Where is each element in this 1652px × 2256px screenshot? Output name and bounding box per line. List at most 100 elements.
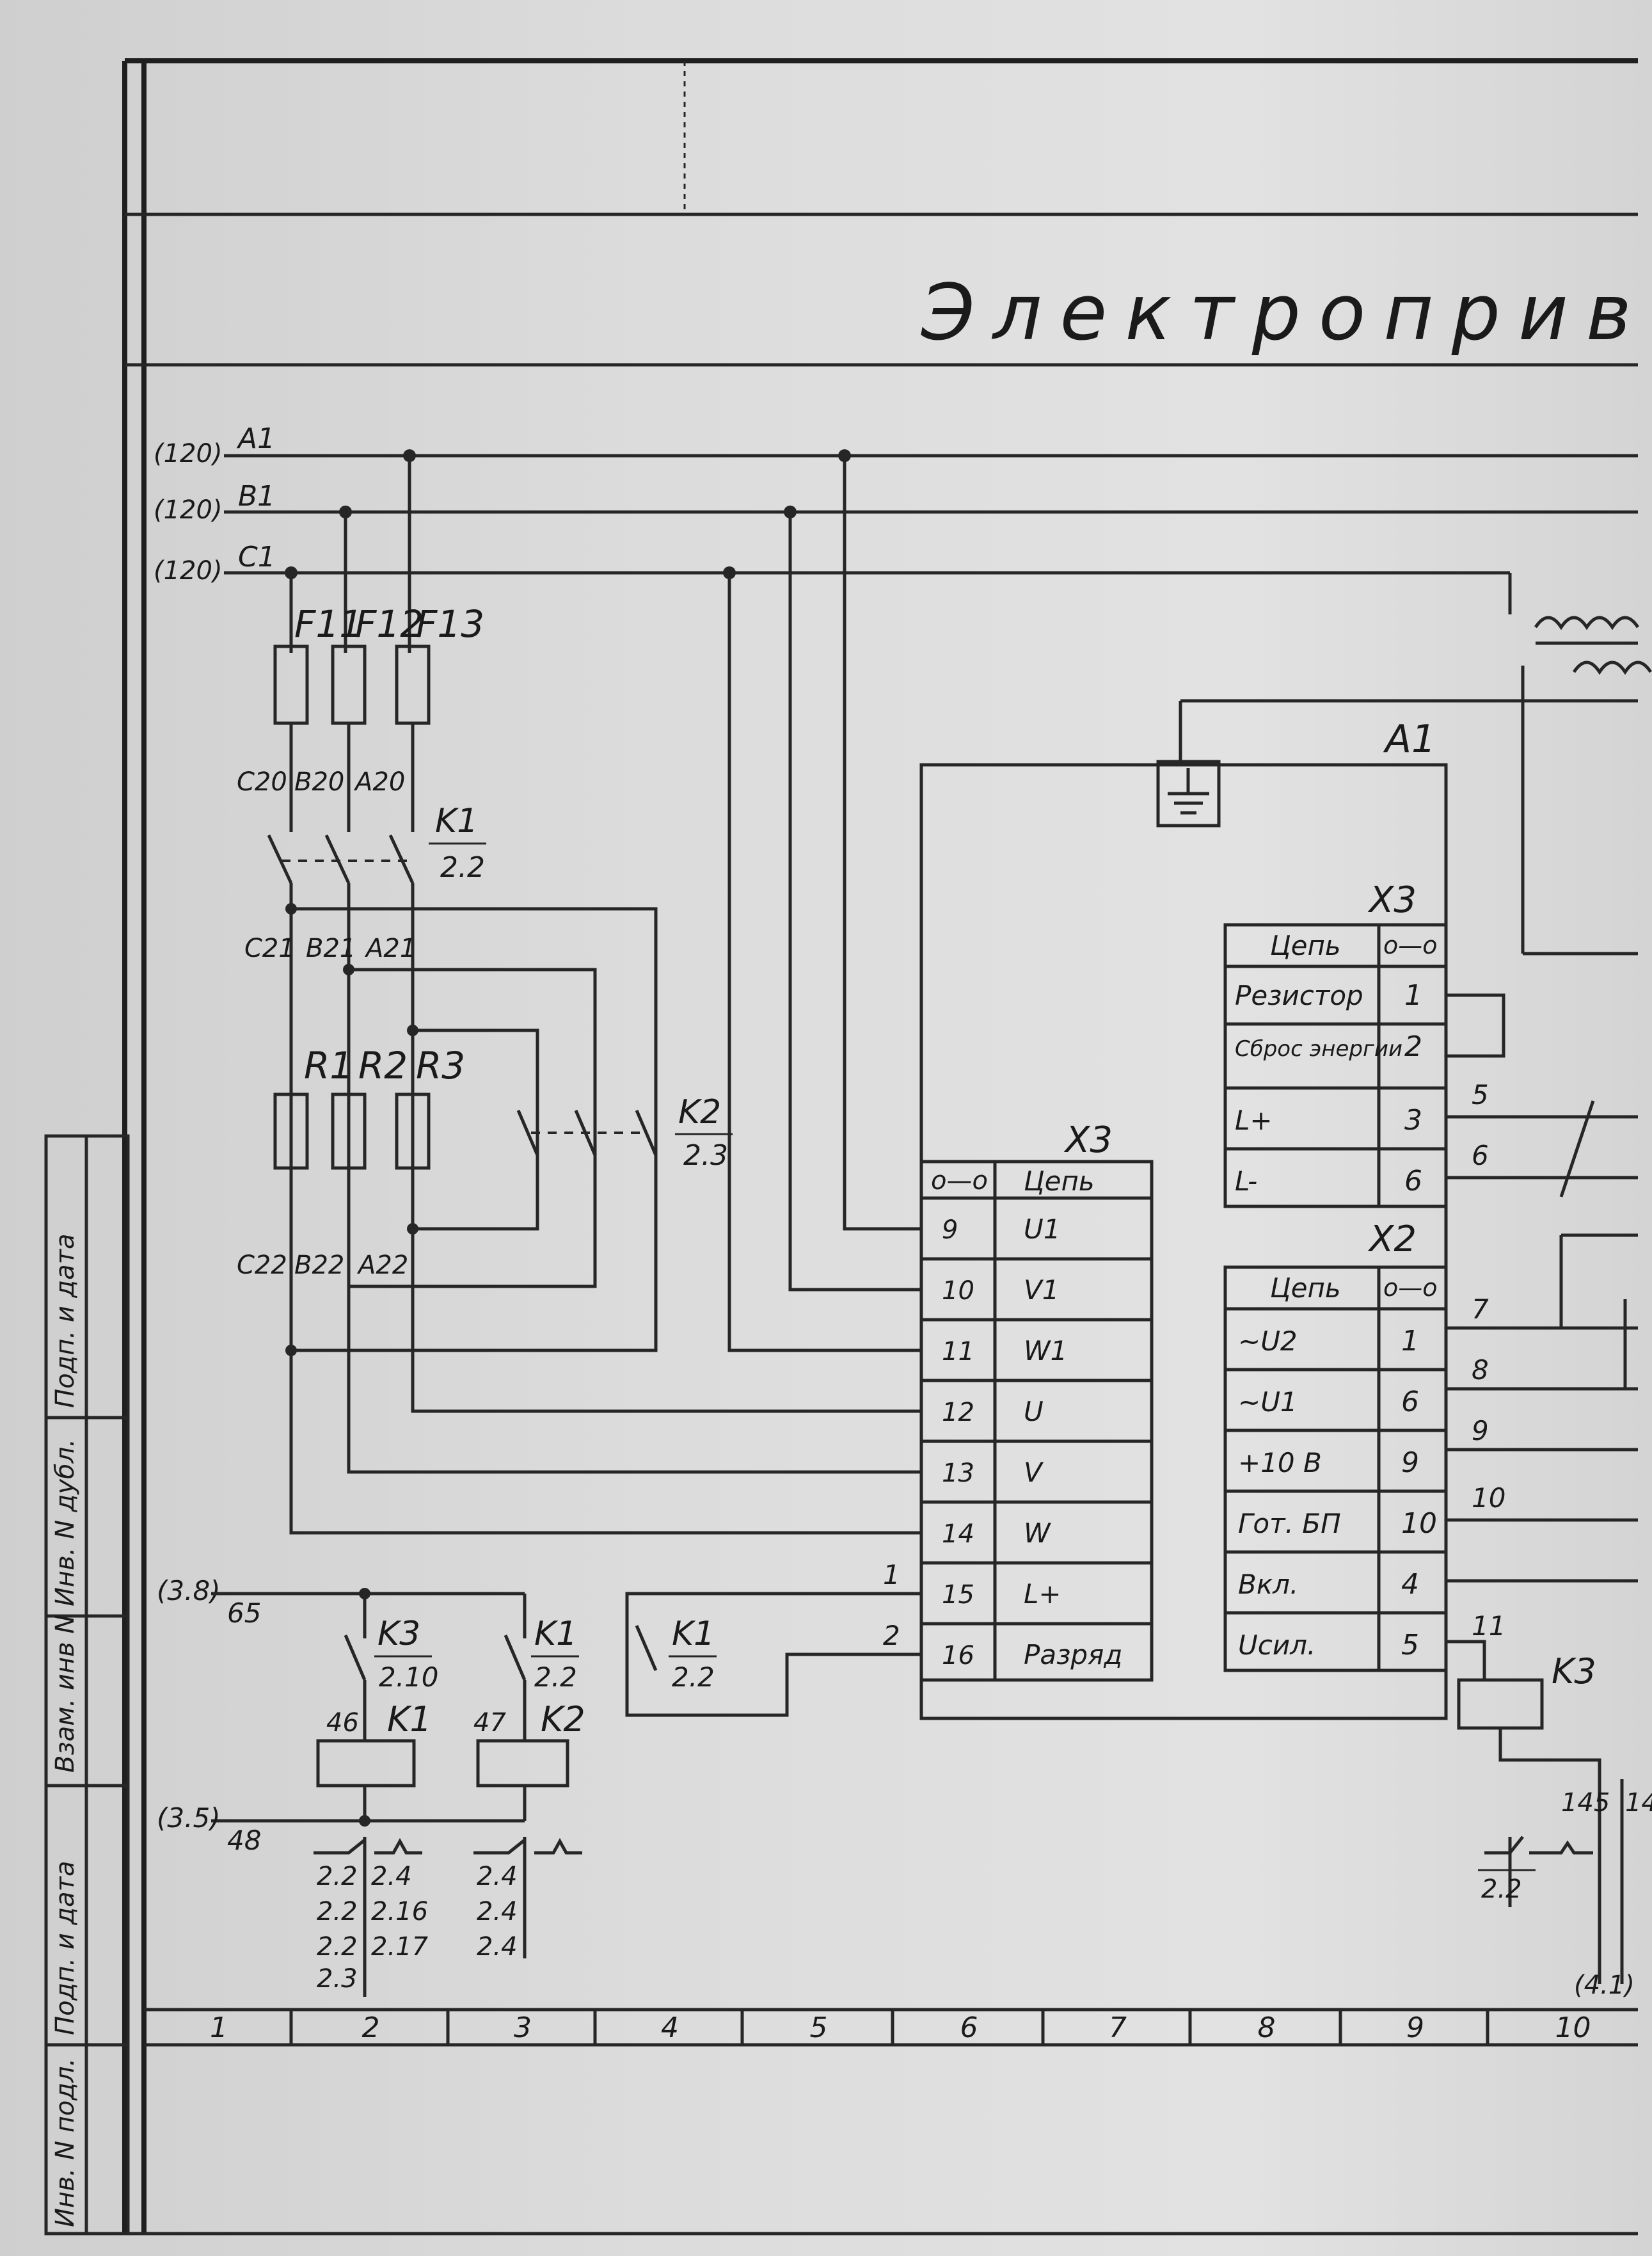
x2-pin-0: 1 — [1401, 1325, 1419, 1357]
k1-main-ref: 2.2 — [440, 851, 485, 884]
control-bot-ref: (3.5) — [157, 1802, 221, 1834]
resistor-r3 — [395, 1092, 431, 1170]
ref-col2-3: 2.16 — [371, 1897, 428, 1926]
zone-1: 1 — [210, 2012, 228, 2044]
zone-10: 10 — [1555, 2012, 1591, 2044]
x2-pin-4: 4 — [1401, 1568, 1419, 1601]
ref-col2-2: 2.2 — [317, 1897, 358, 1926]
x3-left-circuit-5: W — [1024, 1517, 1051, 1549]
fuse-f11-label: F11 — [294, 602, 363, 646]
zone-6: 6 — [960, 2012, 978, 2044]
resistor-r1-label: R1 — [304, 1044, 353, 1087]
ref-col2-6: 2.3 — [317, 1964, 358, 1994]
right-ref-4-1: (4.1) — [1574, 1971, 1635, 2000]
x3-right-head-pin: o—o — [1383, 931, 1438, 959]
x2-head-pin: o—o — [1383, 1274, 1438, 1302]
bus-c1-ref: (120) — [154, 556, 223, 586]
x2-pin-1: 6 — [1401, 1386, 1419, 1418]
x3-right-title: X3 — [1367, 879, 1417, 921]
k3-ctrl-ref: 2.10 — [379, 1661, 439, 1693]
x3-left-circuit-1: V1 — [1024, 1274, 1059, 1306]
zone-8: 8 — [1258, 2012, 1276, 2044]
k3-coil-right: K3 11 145 14 (4.1) 2.2 — [1457, 1610, 1652, 2000]
x3-right-circuit-0: Резистор — [1235, 980, 1363, 1011]
x2-circuit-5: Uсил. — [1238, 1629, 1315, 1661]
wire-b21: B21 — [306, 934, 356, 963]
zone-5: 5 — [810, 2012, 828, 2044]
bus-c1-name: C1 — [238, 541, 276, 573]
block-a1: A1 — [919, 717, 1448, 1720]
x2-wire-9: 9 — [1472, 1415, 1489, 1446]
control-top-ref: (3.8) — [157, 1575, 221, 1606]
x3-left-pin-3: 12 — [942, 1398, 974, 1427]
x3-left-pin-4: 13 — [942, 1459, 974, 1488]
fuse-f12-label: F12 — [355, 602, 424, 646]
x3-left-circuit-6: L+ — [1024, 1578, 1061, 1610]
coil-k1-name: K1 — [387, 1699, 432, 1740]
stamp-podp-data-2: Подп. и дата — [51, 1234, 80, 1408]
transformer — [1179, 573, 1652, 956]
fuse-f13-label: F13 — [416, 602, 484, 646]
right-contact-ref: 2.2 — [1481, 1875, 1522, 1904]
k1-ctrl-name: K1 — [534, 1615, 577, 1653]
x3-left-head-circuit: Цепь — [1024, 1165, 1095, 1197]
k2-main-contacts: K2 2.3 — [291, 907, 733, 1352]
fuse-f11 — [273, 644, 309, 725]
ref-col3-2: 2.4 — [477, 1932, 518, 1962]
zone-3: 3 — [514, 2012, 532, 2044]
x2-wire-7: 7 — [1472, 1293, 1489, 1325]
zone-4: 4 — [661, 2012, 679, 2044]
x3-left-pin-1: 10 — [942, 1276, 974, 1306]
x3-left-head-pin: o—o — [931, 1166, 988, 1196]
block-a1-label: A1 — [1383, 717, 1436, 762]
fuse-f12 — [331, 644, 367, 725]
x2-circuit-3: Гот. БП — [1238, 1508, 1341, 1539]
x2-title: X2 — [1367, 1219, 1417, 1260]
x2-circuit-1: ~U1 — [1238, 1386, 1298, 1418]
drawing-title: Электроприв — [921, 269, 1649, 358]
x2-circuit-0: ~U2 — [1238, 1325, 1298, 1357]
x2-circuit-2: +10 B — [1238, 1447, 1322, 1478]
resistor-r3-label: R3 — [416, 1044, 465, 1087]
x3-right-pin-1: 2 — [1404, 1030, 1422, 1063]
bus-a1-name: A1 — [236, 422, 275, 455]
k1-ctrl2-name: K1 — [672, 1615, 715, 1653]
stamp-podp-data-1: Подп. и дата — [51, 1861, 80, 2035]
ref-col2-5: 2.17 — [371, 1932, 429, 1962]
ref-col2-1: 2.4 — [371, 1862, 412, 1891]
k3-coil-wire: 11 — [1472, 1610, 1505, 1642]
ref-col2-4: 2.2 — [317, 1932, 358, 1962]
k2-main-name: K2 — [678, 1093, 721, 1132]
x3-left-title: X3 — [1063, 1119, 1113, 1161]
x3-right-circuit-1: Сброс энергии — [1235, 1036, 1402, 1062]
k1-ctrl-ref: 2.2 — [534, 1661, 577, 1693]
control-top-wire: 65 — [227, 1597, 261, 1629]
resistor-r2 — [331, 1092, 367, 1170]
zone-7: 7 — [1109, 2012, 1127, 2044]
side-stamp: Инв. N подл. Подп. и дата Взам. инв N Ин… — [44, 1134, 130, 2236]
x3-left-pin-7: 16 — [942, 1641, 974, 1670]
stamp-vzam-inv: Взам. инв N — [51, 1615, 80, 1773]
k3-ctrl-name: K3 — [377, 1615, 420, 1653]
ref-col3-1: 2.4 — [477, 1897, 518, 1926]
wire-c22: C22 — [237, 1251, 287, 1280]
x2-head-circuit: Цепь — [1270, 1272, 1341, 1304]
x3-right-pin-3: 6 — [1404, 1165, 1422, 1197]
x3-right-circuit-3: L- — [1235, 1165, 1257, 1197]
x3-left-circuit-4: V — [1024, 1457, 1044, 1488]
power-buses: (120) A1 (120) B1 (120) C1 — [154, 422, 1638, 586]
feed-lines — [289, 456, 921, 1535]
coil-k1-wire: 46 — [326, 1708, 359, 1738]
x3-left-circuit-2: W1 — [1024, 1335, 1067, 1366]
x3-left-wire-1: 1 — [883, 1559, 900, 1590]
x3-left-pin-2: 11 — [942, 1337, 974, 1366]
wire-b22: B22 — [294, 1251, 344, 1280]
fuses: F11 F12 F13 C20 B20 A20 — [237, 456, 484, 832]
coil-k2 — [476, 1739, 569, 1788]
x3-left-wire-2: 2 — [883, 1620, 900, 1651]
k2-main-ref: 2.3 — [683, 1139, 728, 1172]
